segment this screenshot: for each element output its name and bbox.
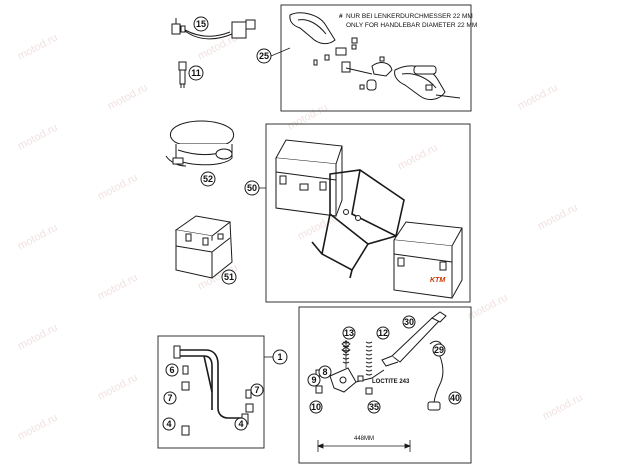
callout-label: 40 bbox=[450, 393, 460, 403]
watermark: motod.ru bbox=[96, 172, 140, 203]
handguard-note: # NUR BEI LENKERDURCHMESSER 22 MM ONLY F… bbox=[339, 13, 477, 29]
cases-frame bbox=[265, 123, 471, 303]
watermark-layer: motod.ru motod.ru motod.ru motod.ru moto… bbox=[16, 32, 585, 443]
callout-52 bbox=[200, 171, 216, 187]
sidestand-assembly bbox=[315, 311, 447, 411]
callout-label: 15 bbox=[196, 19, 206, 29]
bar-frame bbox=[157, 335, 265, 449]
callout-4a bbox=[162, 417, 176, 431]
callout-label: 4 bbox=[238, 419, 243, 429]
callout-label: 7 bbox=[254, 385, 259, 395]
callout-label: 25 bbox=[259, 51, 269, 61]
note-line-2: ONLY FOR HANDLEBAR DIAMETER 22 MM bbox=[346, 22, 477, 29]
watermark: motod.ru bbox=[96, 272, 140, 303]
watermark: motod.ru bbox=[396, 142, 440, 173]
callout-9 bbox=[307, 373, 321, 387]
callout-6 bbox=[165, 363, 179, 377]
callout-label: 29 bbox=[434, 345, 444, 355]
watermark: motod.ru bbox=[16, 412, 60, 443]
callout-label: 7 bbox=[167, 393, 172, 403]
callout-label: 51 bbox=[224, 272, 234, 282]
note-line-1: NUR BEI LENKERDURCHMESSER 22 MM bbox=[346, 13, 473, 20]
handguard-frame bbox=[280, 4, 472, 112]
dimension-label: 448MM bbox=[354, 436, 374, 442]
note-marker: # bbox=[339, 13, 343, 20]
loctite-label: LOCTITE 243 bbox=[372, 379, 410, 385]
watermark: motod.ru bbox=[466, 292, 510, 323]
callout-7b bbox=[250, 383, 264, 397]
watermark: motod.ru bbox=[16, 222, 60, 253]
callout-label: 50 bbox=[247, 183, 257, 193]
callout-7a bbox=[163, 391, 177, 405]
callout-label: 1 bbox=[277, 352, 282, 362]
callout-10 bbox=[309, 400, 323, 414]
watermark: motod.ru bbox=[286, 102, 330, 133]
callout-label: 13 bbox=[344, 328, 354, 338]
callout-4b bbox=[234, 417, 248, 431]
callout-40 bbox=[448, 391, 462, 405]
callout-label: 12 bbox=[378, 328, 388, 338]
callout-11 bbox=[188, 65, 204, 81]
dimension-indicator bbox=[316, 440, 412, 452]
callout-label: 6 bbox=[169, 365, 174, 375]
watermark: motod.ru bbox=[16, 122, 60, 153]
small-case bbox=[174, 215, 233, 279]
callout-35 bbox=[367, 400, 381, 414]
case-logo: KTM bbox=[430, 277, 445, 284]
callout-label: 30 bbox=[404, 317, 414, 327]
bar-fasteners bbox=[181, 365, 254, 436]
handguard-parts bbox=[289, 12, 461, 100]
callout-label: 4 bbox=[166, 419, 171, 429]
callout-label: 8 bbox=[322, 367, 327, 377]
watermark: motod.ru bbox=[516, 82, 560, 113]
fuse bbox=[178, 61, 187, 88]
callout-label: 11 bbox=[191, 68, 201, 78]
callout-label: 10 bbox=[311, 402, 321, 412]
sidestand-frame bbox=[298, 306, 472, 464]
callout-label: 52 bbox=[203, 174, 213, 184]
callout-15 bbox=[193, 16, 209, 32]
callout-51 bbox=[221, 269, 237, 285]
watermark: motod.ru bbox=[16, 32, 60, 63]
callout-8 bbox=[318, 365, 332, 379]
tank-bag bbox=[165, 120, 235, 167]
callout-13 bbox=[342, 326, 356, 340]
watermark: motod.ru bbox=[16, 322, 60, 353]
watermark: motod.ru bbox=[541, 392, 585, 423]
callout-29 bbox=[432, 343, 446, 357]
wiring-harness bbox=[171, 18, 256, 40]
callout-12 bbox=[376, 326, 390, 340]
watermark: motod.ru bbox=[106, 82, 150, 113]
left-pannier-case bbox=[275, 139, 343, 217]
callout-label: 35 bbox=[369, 402, 379, 412]
watermark: motod.ru bbox=[96, 372, 140, 403]
watermark: motod.ru bbox=[536, 202, 580, 233]
callout-30 bbox=[402, 315, 416, 329]
callout-label: 9 bbox=[311, 375, 316, 385]
right-pannier-case: KTM bbox=[393, 221, 463, 299]
